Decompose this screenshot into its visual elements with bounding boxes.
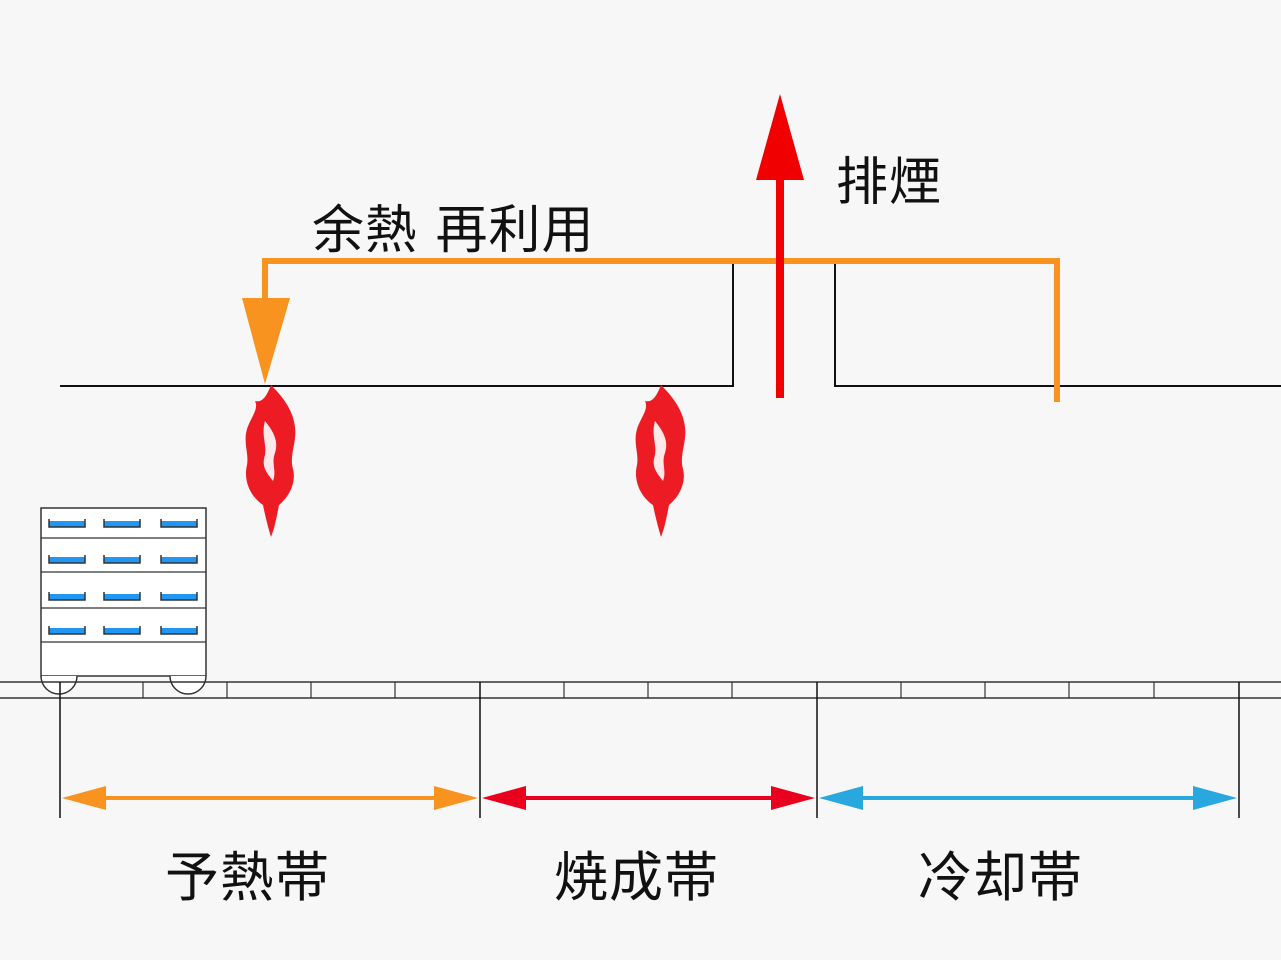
zone-label-cooling: 冷却帯 <box>918 846 1083 909</box>
exhaust-arrow-shaft <box>776 170 784 398</box>
heat-reuse-pipe-line <box>262 258 1060 402</box>
heat-reuse-pipe <box>242 258 1060 402</box>
rail-track <box>0 681 1281 699</box>
cart-wheel <box>40 675 78 695</box>
cart-wheel <box>169 675 207 695</box>
zone-label-firing: 焼成帯 <box>554 846 719 909</box>
heat-reuse-label: 余熱 再利用 <box>312 201 595 261</box>
zone-arrow-preheat <box>62 786 478 810</box>
zone-boundaries <box>59 682 1240 818</box>
kiln-ceiling-right <box>834 262 1281 387</box>
flame-icon <box>245 385 296 537</box>
kiln-cart-icon <box>40 507 207 695</box>
zone-arrow-firing <box>482 786 815 810</box>
exhaust-label: 排煙 <box>836 153 943 213</box>
flame-icon <box>635 385 686 537</box>
zone-label-preheat: 予熱帯 <box>165 846 330 909</box>
cart-trays <box>49 521 197 634</box>
exhaust-arrow <box>756 94 804 398</box>
cart-tray-sides <box>48 519 198 635</box>
heat-reuse-arrowhead <box>242 298 290 384</box>
kiln-ceiling <box>60 262 1281 387</box>
zone-arrow-cooling <box>819 786 1237 810</box>
exhaust-arrowhead <box>756 94 804 180</box>
kiln-ceiling-left <box>60 262 734 387</box>
